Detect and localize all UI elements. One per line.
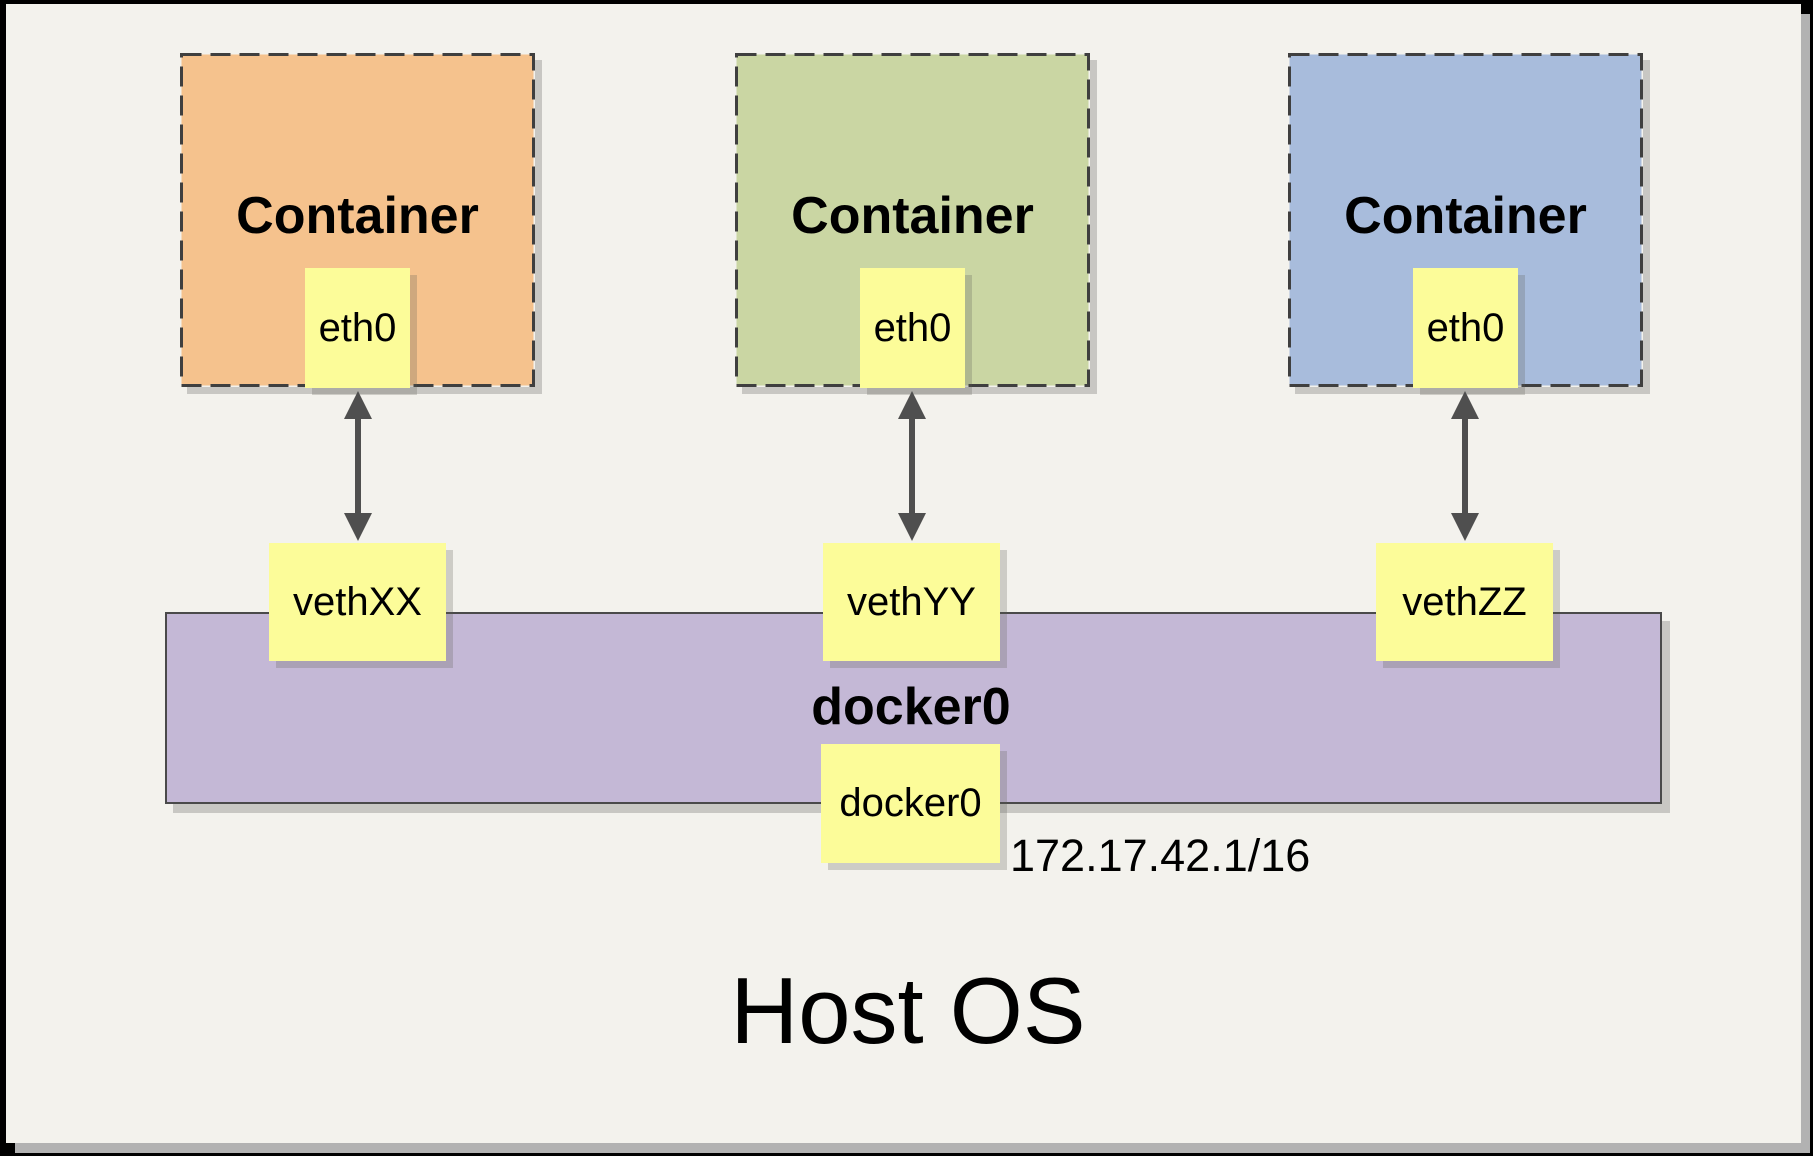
container-2-eth0-label: eth0 (873, 305, 952, 350)
container-2-eth0-box: eth0 (860, 268, 965, 388)
container-3-eth0-label: eth0 (1426, 305, 1505, 350)
container-box-1: Container eth0 (180, 53, 535, 388)
diagram-canvas: Container eth0 Container eth0 Container … (6, 4, 1801, 1143)
container-2-title: Container (791, 187, 1034, 245)
docker0-interface-label: docker0 (839, 781, 982, 825)
veth-arrow-1-icon (344, 391, 372, 541)
host-os-label: Host OS (730, 958, 1086, 1063)
vethxx-box: vethXX (269, 543, 446, 661)
veth-arrow-2-icon (898, 391, 926, 541)
container-1-title: Container (236, 187, 479, 245)
container-3-eth0-box: eth0 (1413, 268, 1518, 388)
vethxx-label: vethXX (293, 579, 422, 624)
vethyy-box: vethYY (823, 543, 1000, 661)
container-1-eth0-box: eth0 (305, 268, 410, 388)
container-box-2: Container eth0 (735, 53, 1090, 388)
container-box-3: Container eth0 (1288, 53, 1643, 388)
docker0-bridge-label: docker0 (811, 678, 1011, 736)
vethzz-box: vethZZ (1376, 543, 1553, 661)
container-1-eth0-label: eth0 (318, 305, 397, 350)
docker0-interface-box: docker0 (821, 744, 1000, 863)
container-3-title: Container (1344, 187, 1587, 245)
bridge-ip-address: 172.17.42.1/16 (1010, 830, 1311, 881)
vethzz-label: vethZZ (1402, 579, 1527, 624)
vethyy-label: vethYY (847, 579, 976, 624)
veth-arrow-3-icon (1451, 391, 1479, 541)
